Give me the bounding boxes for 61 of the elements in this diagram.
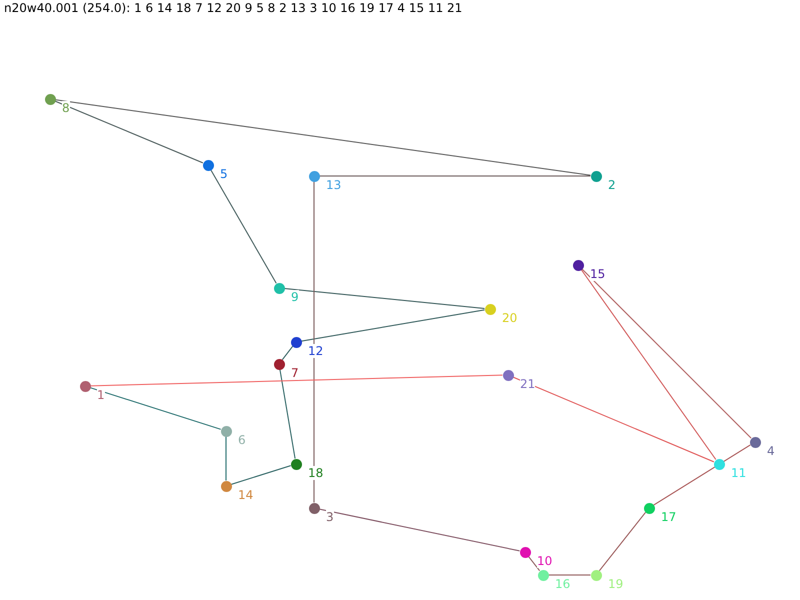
point-marker (714, 458, 724, 470)
tour-edge (580, 269, 716, 460)
point-label: 12 (308, 344, 324, 358)
point-label: 2 (608, 178, 616, 192)
point-label: 10 (537, 554, 552, 568)
tour-edge (512, 376, 714, 462)
tour-edge (54, 99, 592, 176)
point-marker (290, 336, 302, 348)
tour-edge (279, 368, 296, 460)
point-marker (644, 502, 654, 514)
point-marker (502, 370, 514, 380)
tour-edge (230, 465, 292, 485)
point-label: 21 (520, 377, 536, 391)
point-marker (750, 436, 760, 448)
tour-edge (282, 346, 294, 360)
tour-edge (54, 100, 204, 164)
point-marker (220, 480, 232, 492)
point-marker (308, 502, 320, 514)
point-label: 20 (502, 311, 518, 325)
point-marker (274, 282, 284, 294)
point-marker (590, 170, 602, 182)
point-label: 9 (291, 290, 299, 304)
point-label: 7 (291, 366, 299, 380)
tour-edge (284, 288, 486, 309)
point-label: 3 (326, 510, 334, 524)
point-label: 18 (308, 466, 324, 480)
point-marker (220, 426, 232, 436)
point-marker (308, 170, 320, 182)
tour-edge (653, 444, 751, 506)
point-label: 8 (62, 101, 70, 115)
point-label: 11 (731, 466, 746, 480)
point-marker (538, 570, 548, 580)
point-label: 6 (238, 433, 246, 447)
point-label: 5 (220, 167, 228, 181)
tour-edge (598, 512, 646, 572)
point-label: 14 (238, 488, 254, 502)
point-marker (274, 358, 284, 370)
point-label: 16 (555, 577, 570, 591)
point-marker (520, 546, 530, 558)
point-marker (572, 260, 584, 270)
tour-edge (90, 387, 222, 430)
tour-edge (528, 556, 540, 572)
point-marker (484, 304, 496, 314)
tour-edge (318, 508, 520, 552)
point-marker (290, 458, 302, 470)
point-label: 17 (661, 510, 676, 524)
tour-edge (300, 309, 486, 342)
point-marker (44, 94, 56, 104)
tour-edge (548, 574, 591, 576)
point-label: 15 (590, 267, 606, 281)
point-marker (80, 380, 90, 392)
chart-title: n20w40.001 (254.0): 1 6 14 18 7 12 20 9 5 8 2 13 3 10 16 19 17 4 15 11 21 (4, 1, 462, 15)
point-marker (202, 160, 214, 170)
tour-edge (210, 169, 277, 284)
point-label: 1 (97, 388, 105, 402)
point-label: 13 (326, 178, 342, 192)
tour-edge (581, 268, 752, 439)
point-marker (590, 570, 602, 580)
point-label: 4 (767, 444, 775, 458)
tour-edge (90, 374, 503, 386)
point-label: 19 (608, 577, 624, 591)
